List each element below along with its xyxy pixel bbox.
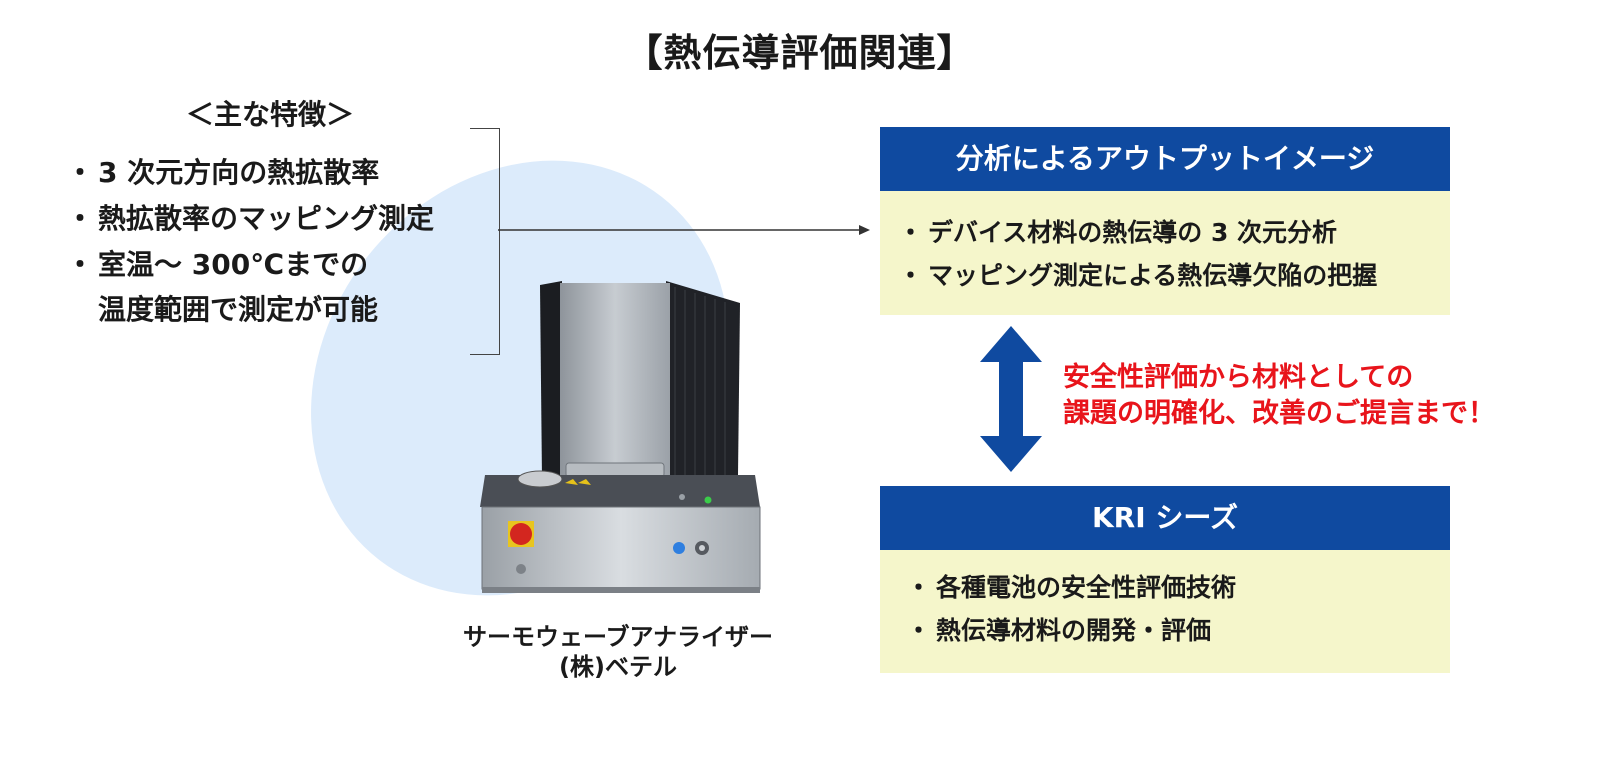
feature-text: 室温～ 300℃までの: [98, 248, 369, 281]
output-list: デバイス材料の熱伝導の 3 次元分析 マッピング測定による熱伝導欠陥の把握: [898, 211, 1450, 297]
kri-box-body: 各種電池の安全性評価技術 熱伝導材料の開発・評価: [880, 550, 1450, 673]
features-list: 3 次元方向の熱拡散率 熱拡散率のマッピング測定 室温～ 300℃までの温度範囲…: [66, 150, 512, 332]
kri-box-header: KRI シーズ: [880, 486, 1450, 550]
output-item: デバイス材料の熱伝導の 3 次元分析: [898, 211, 1450, 254]
features-heading: ＜主な特徴＞: [185, 98, 354, 131]
double-arrow-icon: [980, 326, 1042, 472]
feature-item: 熱拡散率のマッピング測定: [66, 196, 512, 242]
output-box-header: 分析によるアウトプットイメージ: [880, 127, 1450, 191]
output-item: マッピング測定による熱伝導欠陥の把握: [898, 254, 1450, 297]
device-maker: (株)ベテル: [559, 653, 677, 681]
feature-text: 3 次元方向の熱拡散率: [98, 156, 380, 189]
features-bracket: [470, 128, 500, 355]
page-title: 【熱伝導評価関連】: [624, 31, 976, 75]
kri-list: 各種電池の安全性評価技術 熱伝導材料の開発・評価: [906, 566, 1450, 652]
output-box-body: デバイス材料の熱伝導の 3 次元分析 マッピング測定による熱伝導欠陥の把握: [880, 191, 1450, 315]
kri-item: 各種電池の安全性評価技術: [906, 566, 1450, 609]
proposal-line: 安全性評価から材料としての: [1063, 362, 1414, 393]
kri-item: 熱伝導材料の開発・評価: [906, 609, 1450, 652]
feature-text-cont: 温度範囲で測定が可能: [98, 293, 379, 326]
connector-arrow: [498, 225, 870, 235]
device-name: サーモウェーブアナライザー: [462, 623, 774, 651]
device-caption: サーモウェーブアナライザー (株)ベテル: [418, 622, 818, 682]
proposal-message: 安全性評価から材料としての 課題の明確化、改善のご提言まで！: [1063, 360, 1583, 432]
device-photo: [480, 281, 761, 593]
feature-text: 熱拡散率のマッピング測定: [98, 202, 435, 235]
proposal-line: 課題の明確化、改善のご提言まで！: [1063, 398, 1495, 429]
feature-item: 3 次元方向の熱拡散率: [66, 150, 512, 196]
